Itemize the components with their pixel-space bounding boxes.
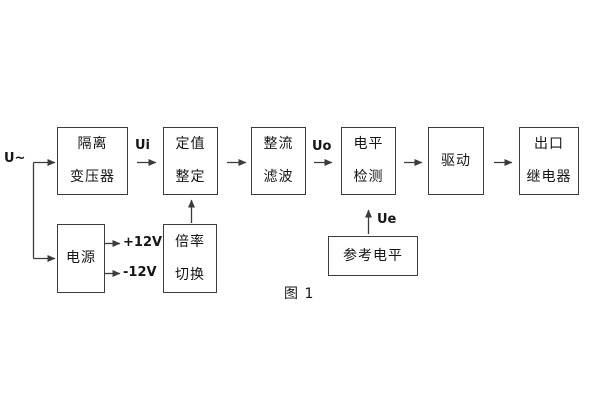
block-label-line: 定值 xyxy=(175,136,206,152)
block-label-line: 电平 xyxy=(353,136,384,152)
block-label-line: 继电器 xyxy=(526,169,572,185)
block-ratio-switch: 倍率 切换 xyxy=(163,224,217,293)
block-reference-level: 参考电平 xyxy=(328,236,418,276)
block-label-line: 隔离 xyxy=(77,136,108,152)
block-label-line: 检测 xyxy=(353,169,384,185)
ue-label: Ue xyxy=(377,212,397,227)
block-label-line: 出口 xyxy=(534,136,564,152)
block-label-line: 参考电平 xyxy=(343,248,403,264)
block-label-line: 电源 xyxy=(66,250,96,266)
block-isolation-transformer: 隔离 变压器 xyxy=(57,127,128,195)
input-voltage-label: U~ xyxy=(4,151,26,166)
block-label-line: 切换 xyxy=(175,266,205,283)
block-label-line: 驱动 xyxy=(441,152,471,169)
plus-12v-label: +12V xyxy=(123,235,163,250)
block-label-line: 整流 xyxy=(263,136,294,152)
block-level-detection: 电平 检测 xyxy=(341,127,396,195)
block-label-line: 滤波 xyxy=(263,169,294,185)
block-power-supply: 电源 xyxy=(57,224,105,293)
block-drive: 驱动 xyxy=(428,127,484,195)
block-value-setting: 定值 整定 xyxy=(163,127,218,195)
block-rectifier-filter: 整流 滤波 xyxy=(251,127,306,195)
block-label-line: 整定 xyxy=(175,169,206,185)
block-output-relay: 出口 继电器 xyxy=(519,127,579,195)
ui-label: Ui xyxy=(135,138,151,153)
block-label-line: 倍率 xyxy=(175,233,205,250)
block-label-line: 变压器 xyxy=(70,169,115,185)
minus-12v-label: -12V xyxy=(123,265,157,280)
figure-caption: 图 1 xyxy=(284,286,315,302)
uo-label: Uo xyxy=(312,139,332,154)
